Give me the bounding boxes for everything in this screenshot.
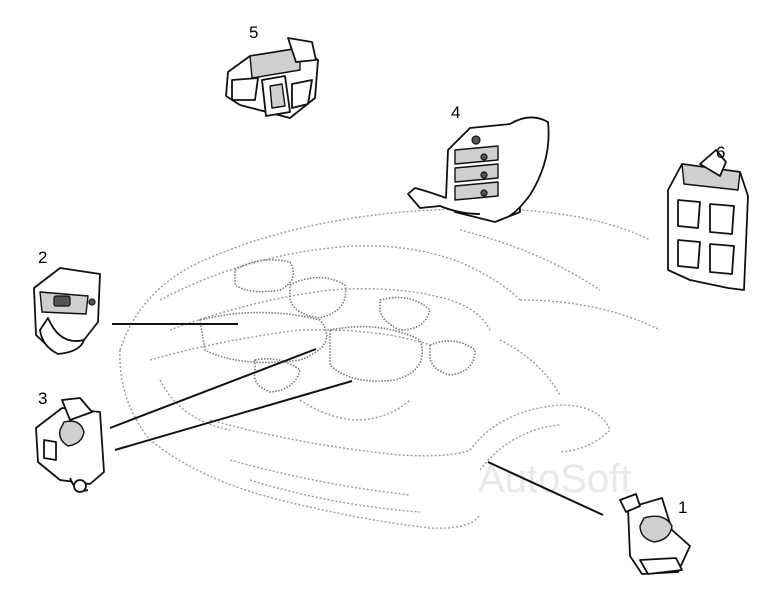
callout-3: 3 bbox=[38, 389, 47, 408]
part-1-clip bbox=[619, 493, 691, 575]
car-body-outline bbox=[119, 208, 661, 529]
part-3-clip-bracket bbox=[35, 397, 105, 493]
leader-line-3b bbox=[114, 380, 353, 451]
callout-2: 2 bbox=[38, 248, 47, 267]
part-4-connector-block bbox=[407, 116, 550, 223]
part-2-clip-bracket bbox=[33, 267, 101, 355]
part-6-relay-holder bbox=[667, 149, 749, 291]
callout-5: 5 bbox=[249, 23, 258, 42]
callout-6: 6 bbox=[716, 143, 725, 162]
leader-line-3a bbox=[109, 348, 317, 429]
callout-4: 4 bbox=[451, 103, 460, 122]
part-5-bracket bbox=[225, 37, 319, 119]
leader-line-1 bbox=[487, 461, 604, 516]
watermark: AutoSoft bbox=[478, 457, 631, 501]
callout-1: 1 bbox=[678, 498, 687, 517]
callout-labels: 1 2 3 4 5 6 bbox=[38, 23, 725, 517]
leader-lines bbox=[109, 323, 604, 516]
